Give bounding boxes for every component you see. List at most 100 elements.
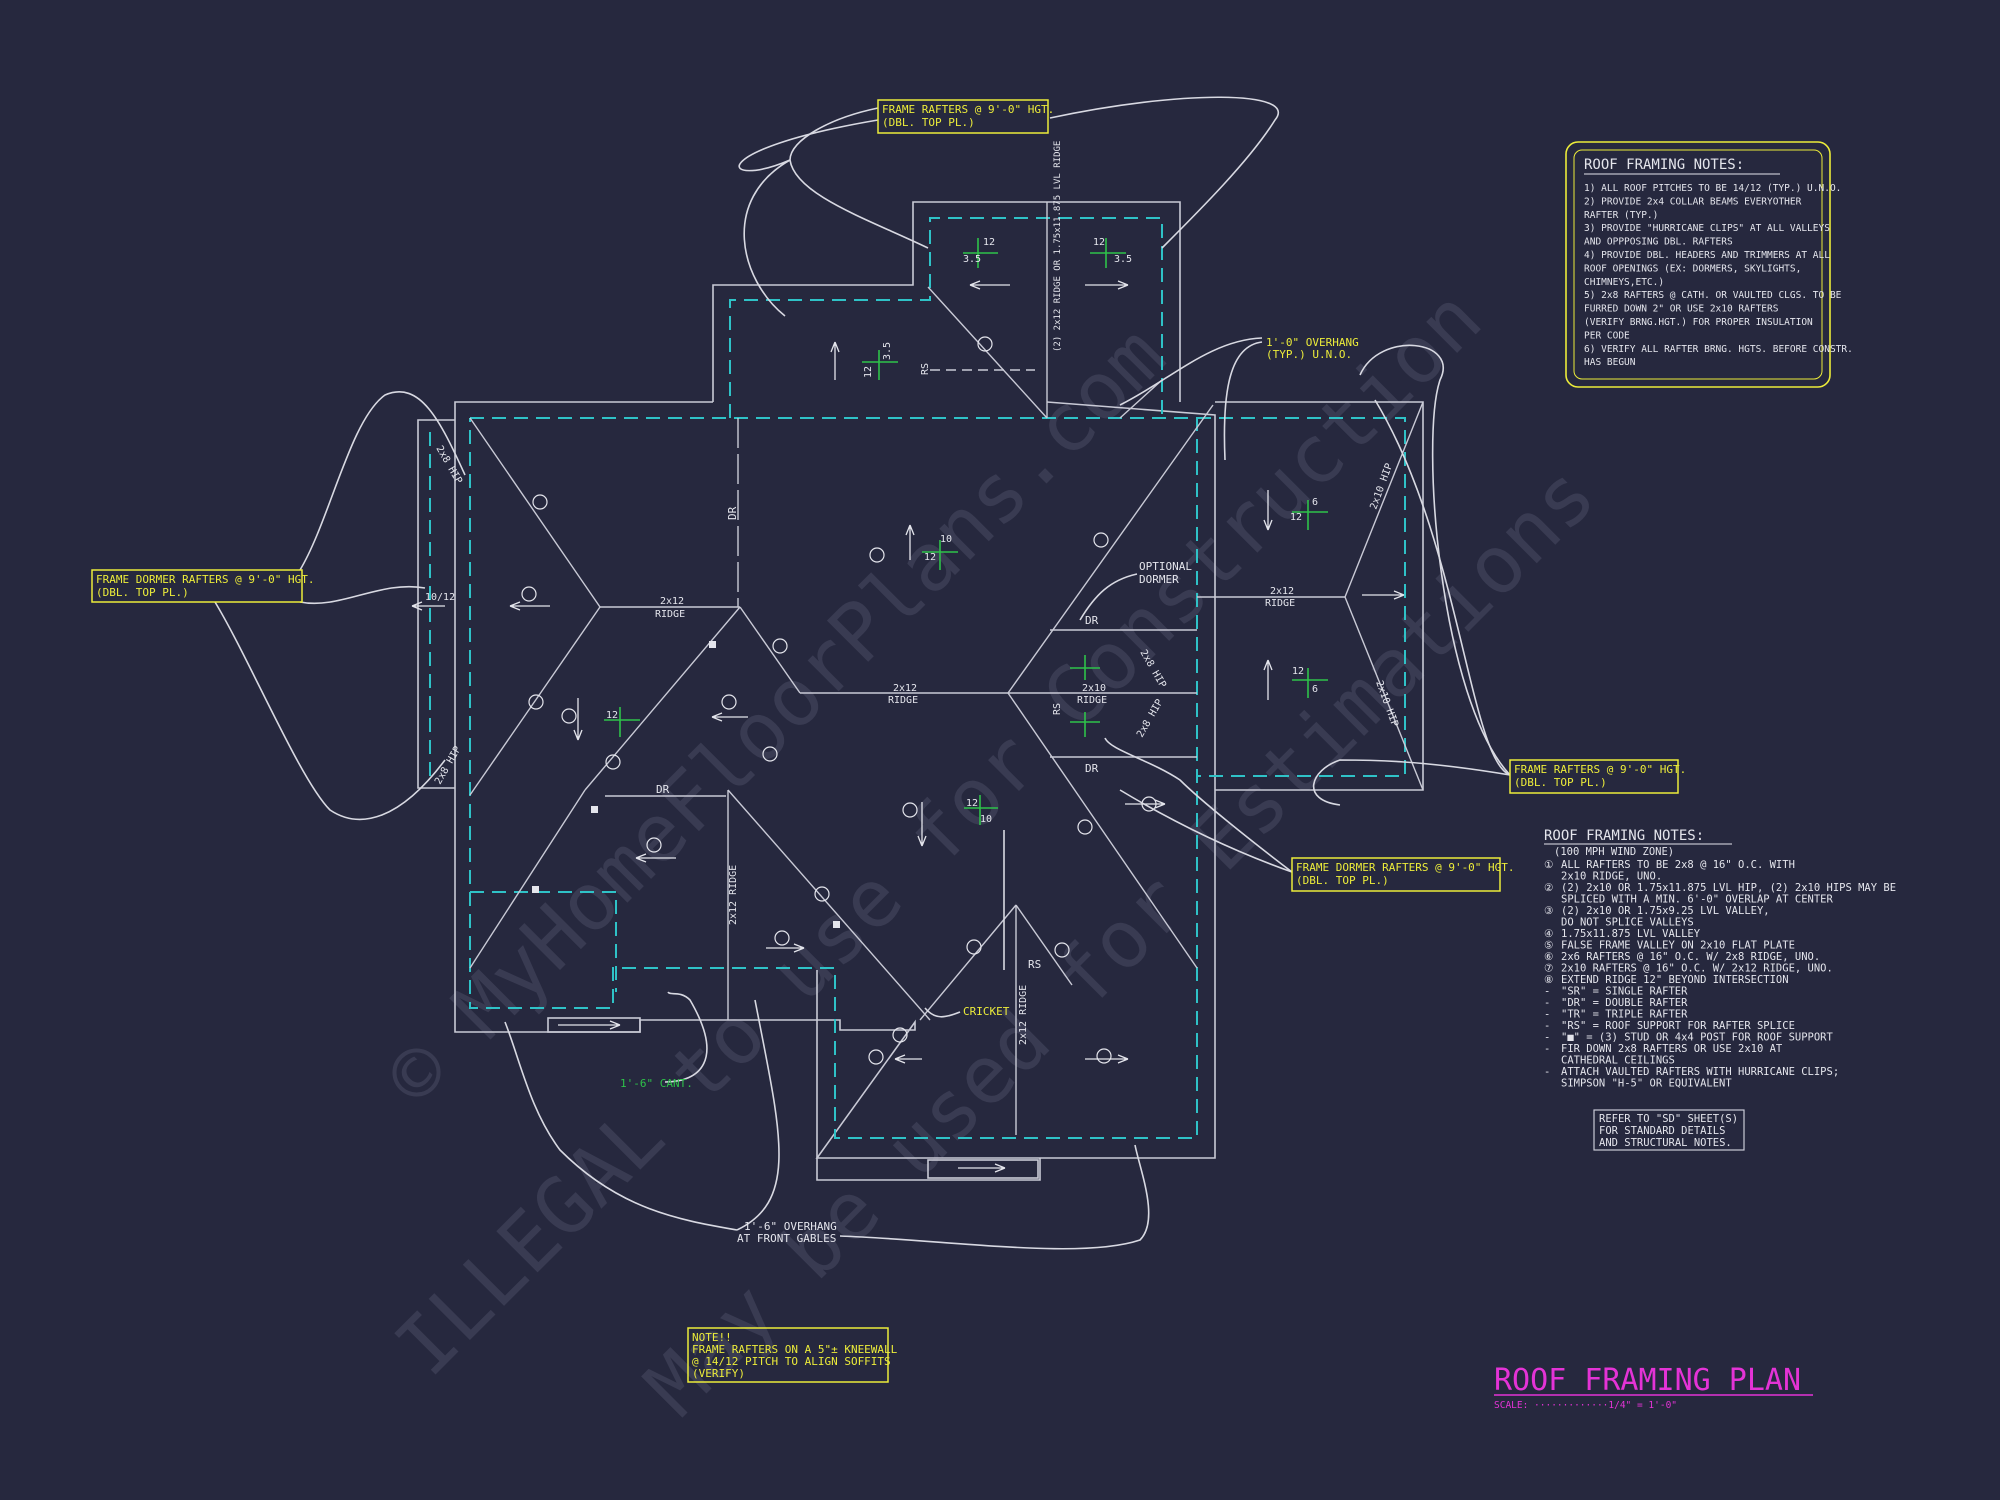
legend-line: SIMPSON "H-5" OR EQUIVALENT [1561, 1078, 1732, 1090]
arrow [635, 853, 676, 863]
tag-circle [605, 754, 621, 770]
leader [789, 107, 929, 249]
post-marker [833, 921, 840, 928]
legend-line: (2) 2x10 OR 1.75x11.875 LVL HIP, (2) 2x1… [1561, 882, 1896, 894]
rs-label-1: RS [1028, 958, 1041, 971]
plan-scale: SCALE: ·············1/4" = 1'-0" [1494, 1400, 1677, 1411]
legend-marker: ④ [1544, 928, 1554, 940]
leader [1312, 759, 1511, 806]
notes-box-line: 4) PROVIDE DBL. HEADERS AND TRIMMERS AT … [1584, 250, 1830, 261]
tag-circle [1141, 796, 1157, 812]
dr-label-1: DR [726, 506, 739, 520]
callout-line: FRAME DORMER RAFTERS @ 9'-0" HGT. [1296, 861, 1515, 874]
callout-line: (DBL. TOP PL.) [96, 586, 189, 599]
pitch-35-3: 3.5 [882, 342, 893, 360]
leader [743, 159, 791, 317]
right-wing-wall [1215, 401, 1424, 791]
tag-circle [1077, 819, 1093, 835]
title-block: ROOF FRAMING PLAN SCALE: ·············1/… [1494, 1363, 1813, 1411]
hip-center-right-down [1007, 692, 1198, 969]
legend-line: 2x10 RAFTERS @ 16" O.C. W/ 2x12 RIDGE, U… [1561, 963, 1833, 975]
callout-cricket: CRICKET [963, 1005, 1010, 1018]
pitch-35-1: 3.5 [963, 254, 981, 265]
hip-2x8-dormer-2: 2x8 HIP [1135, 697, 1166, 739]
leader [1119, 337, 1263, 406]
tag-circle [528, 694, 544, 710]
notes-box-inner [1573, 149, 1823, 380]
legend-title: ROOF FRAMING NOTES: [1544, 828, 1704, 844]
callout-line: (DBL. TOP PL.) [882, 116, 975, 129]
arrow [558, 1020, 621, 1030]
notes-box-line: CHIMNEYS,ETC.) [1584, 277, 1664, 288]
ridge-vertical-right-label: 2x12 RIDGE [1018, 985, 1029, 1045]
notes-box-line: (VERIFY BRNG.HGT.) FOR PROPER INSULATION [1584, 317, 1813, 328]
leader [214, 601, 446, 821]
callout-line: NOTE!! [692, 1331, 732, 1344]
notes-box-line: HAS BEGUN [1584, 357, 1636, 368]
pitch-12-4: 12 [1290, 512, 1302, 523]
callout-frame-rafters-right: FRAME RAFTERS @ 9'-0" HGT. (DBL. TOP PL.… [1509, 759, 1686, 794]
arrow [1085, 280, 1129, 290]
legend-line: FIR DOWN 2x8 RAFTERS OR USE 2x10 AT [1561, 1043, 1783, 1055]
pitch-12-1: 12 [983, 237, 995, 248]
valley-3 [469, 789, 586, 969]
callout-line: 1'-6" OVERHANG [744, 1220, 837, 1233]
porch-step-front [927, 1159, 1039, 1179]
pitch-12-8: 12 [966, 798, 978, 809]
pitch-marker [1292, 500, 1328, 530]
legend-line: FALSE FRAME VALLEY ON 2x10 FLAT PLATE [1561, 940, 1795, 952]
upper-valley-1 [927, 286, 1048, 419]
plan-title: ROOF FRAMING PLAN [1494, 1363, 1801, 1398]
callout-line: OPTIONAL [1139, 560, 1192, 573]
pitch-35-2: 3.5 [1114, 254, 1132, 265]
legend-marker: ① [1544, 859, 1554, 871]
pitch-6-2: 6 [1312, 684, 1318, 695]
pitch-12-6: 12 [924, 552, 936, 563]
pitch-6-1: 6 [1312, 497, 1318, 508]
tag-circle [1093, 532, 1109, 548]
legend-line: SPLICED WITH A MIN. 6'-0" OVERLAP AT CEN… [1561, 894, 1834, 906]
callout-overhang-front: 1'-6" OVERHANG AT FRONT GABLES [737, 1220, 837, 1245]
lvl-ridge-label: (2) 2x12 RIDGE OR 1.75x11.875 LVL RIDGE [1053, 141, 1063, 352]
arrow [894, 1054, 922, 1064]
notes-box-line: 3) PROVIDE "HURRICANE CLIPS" AT ALL VALL… [1584, 223, 1830, 234]
legend-marker: - [1544, 986, 1550, 998]
arrow [573, 698, 583, 741]
callout-line: FRAME RAFTERS @ 9'-0" HGT. [1514, 763, 1686, 776]
ridge-dormer-label: RIDGE [1077, 695, 1107, 706]
roof-lines [469, 202, 1424, 1135]
arrow [917, 802, 927, 847]
callout-line: DORMER [1139, 573, 1179, 586]
notes-box-line: RAFTER (TYP.) [1584, 210, 1658, 221]
pitch-marker [1292, 668, 1328, 698]
callout-line: FRAME RAFTERS ON A 5"± KNEEWALL [692, 1343, 898, 1356]
notes-box-line: AND OPPPOSING DBL. RAFTERS [1584, 237, 1733, 248]
leader [1049, 96, 1279, 249]
upper-valley-2 [1119, 379, 1163, 419]
legend-line: 2x6 RAFTERS @ 16" O.C. W/ 2x8 RIDGE, UNO… [1561, 951, 1820, 963]
valley-2 [584, 606, 741, 791]
arrow [830, 341, 840, 380]
callout-frame-dormer-right: FRAME DORMER RAFTERS @ 9'-0" HGT. (DBL. … [1291, 857, 1515, 892]
tag-circle [869, 547, 885, 563]
ridge-left-size: 2x12 [660, 596, 684, 607]
legend-line: (2) 2x10 OR 1.75x9.25 LVL VALLEY, [1561, 905, 1770, 917]
callout-line: 1'-0" OVERHANG [1266, 336, 1359, 349]
hip-left-top [469, 417, 601, 608]
legend-marker: - [1544, 1020, 1550, 1032]
front-gable-wall [816, 970, 1041, 1181]
pitch-12-7: 12 [606, 710, 618, 721]
callout-line: AT FRONT GABLES [737, 1232, 836, 1245]
legend: ROOF FRAMING NOTES: (100 MPH WIND ZONE) … [1544, 828, 1896, 1090]
legend-line: "DR" = DOUBLE RAFTER [1561, 997, 1688, 1009]
tag-circle [774, 930, 790, 946]
callout-overhang-typ: 1'-0" OVERHANG (TYP.) U.N.O. [1266, 336, 1359, 361]
arrow [1263, 490, 1273, 531]
notes-box-line: ROOF OPENINGS (EX: DORMERS, SKYLIGHTS, [1584, 263, 1801, 274]
front-gable-right [1015, 904, 1073, 986]
legend-marker: - [1544, 1032, 1550, 1044]
notes-box-line: 2) PROVIDE 2x4 COLLAR BEAMS EVERYOTHER [1584, 196, 1802, 207]
watermark: © MyHomeFloorPlans.com ILLEGAL to use fo… [368, 272, 1613, 1434]
legend-line: CATHEDRAL CEILINGS [1561, 1055, 1675, 1067]
